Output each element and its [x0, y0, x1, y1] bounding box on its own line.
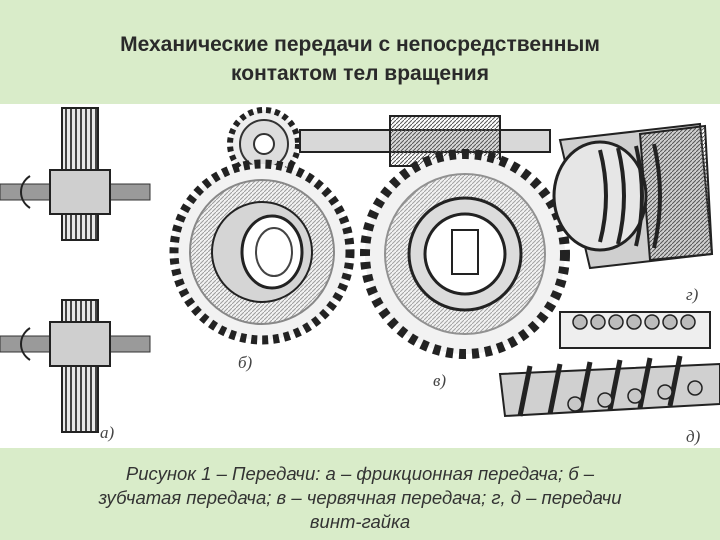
title-line-2: контактом тел вращения	[231, 62, 489, 85]
label-d: д)	[686, 427, 701, 446]
label-b: б)	[238, 353, 253, 372]
screw-nut-drawing: г)	[552, 122, 714, 304]
label-g: г)	[686, 285, 699, 304]
worm-gear-drawing: в)	[299, 115, 570, 390]
ball-screw-drawing: д)	[498, 311, 720, 446]
friction-drive-drawing: а)	[0, 107, 151, 442]
slide-title: Механические передачи с непосредственным…	[0, 30, 720, 88]
gears-illustration: а) б) в)	[0, 107, 720, 446]
figure-caption: Рисунок 1 – Передачи: а – фрикционная пе…	[20, 462, 700, 534]
caption-line-1: Рисунок 1 – Передачи: а – фрикционная пе…	[125, 463, 595, 484]
label-v: в)	[433, 371, 446, 390]
figure-panel: а) б) в)	[0, 104, 720, 448]
caption-line-3: винт-гайка	[309, 511, 411, 532]
caption-line-2: зубчатая передача; в – червячная передач…	[98, 487, 622, 508]
title-line-1: Механические передачи с непосредственным	[120, 33, 600, 56]
label-a: а)	[100, 423, 115, 442]
spur-gear-drawing: б)	[169, 107, 355, 372]
